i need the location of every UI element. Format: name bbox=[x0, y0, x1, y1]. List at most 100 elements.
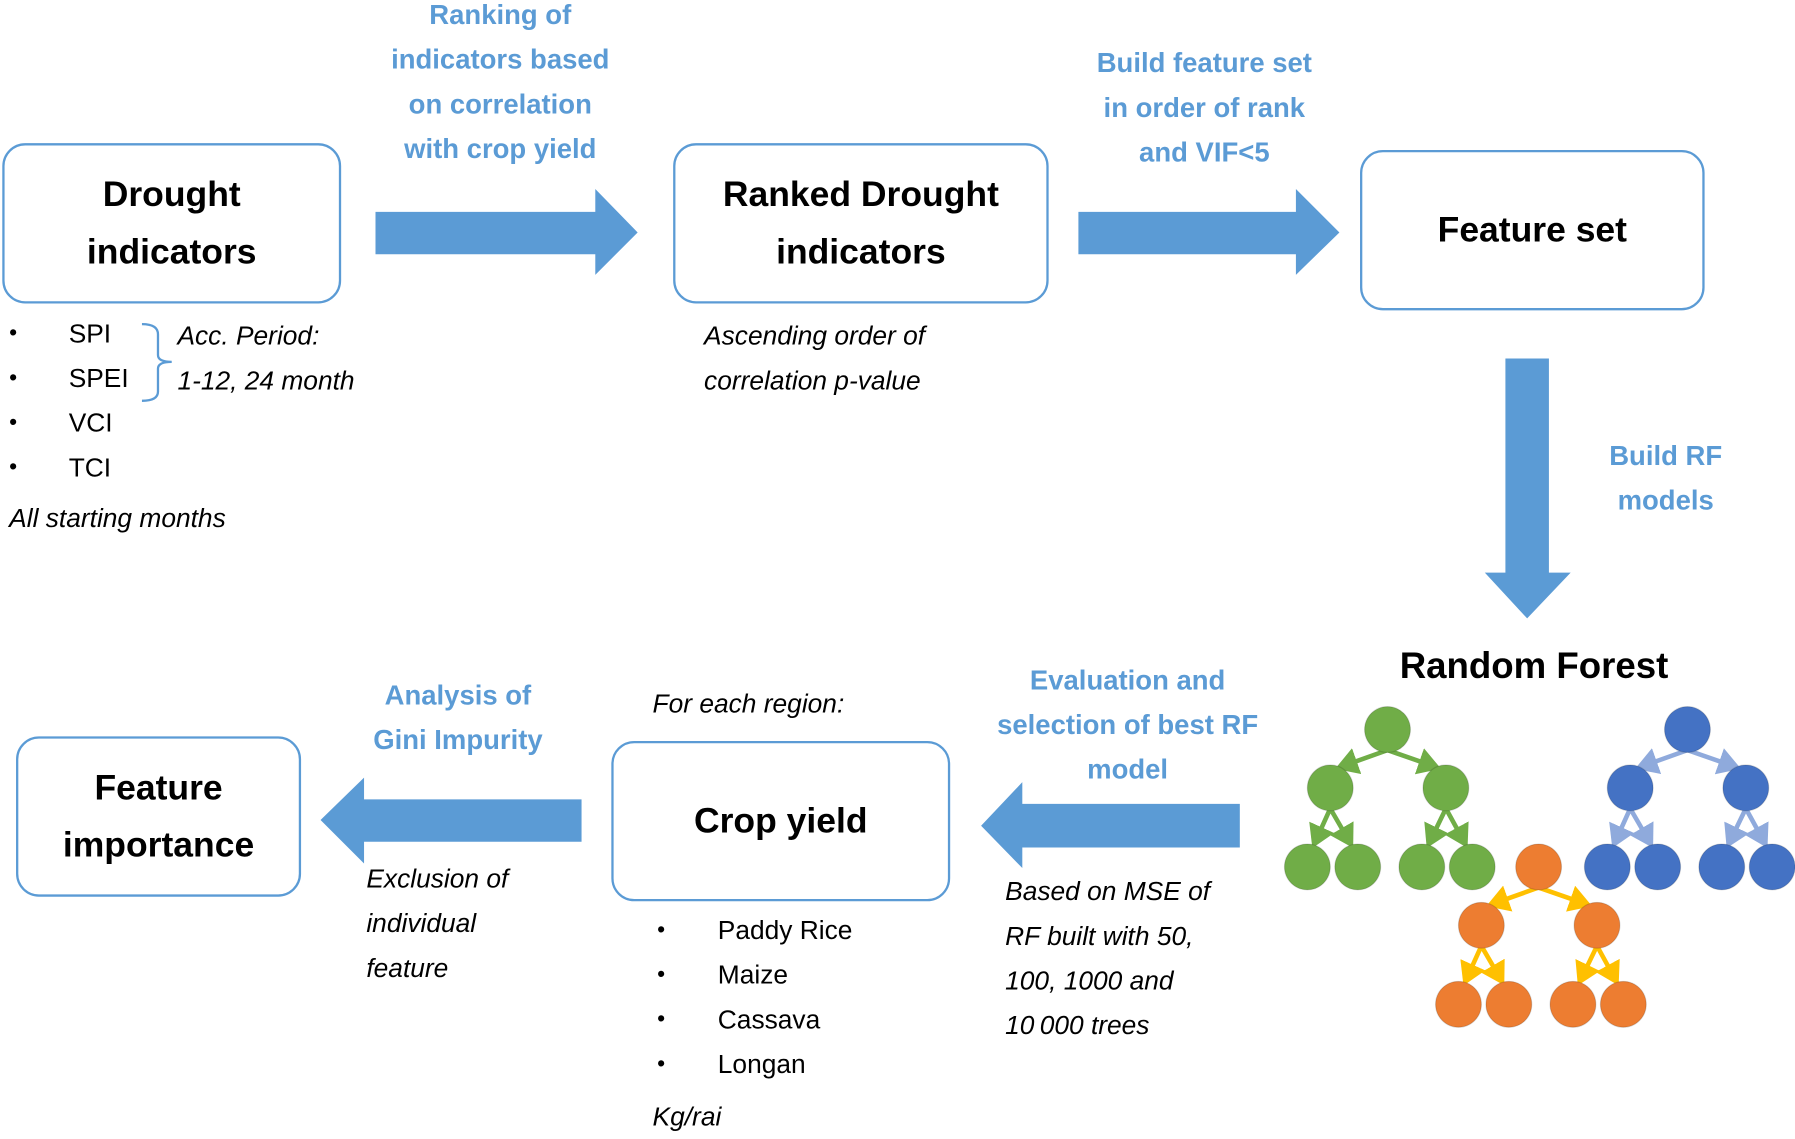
blue-tree-edge-arrow bbox=[1724, 807, 1749, 849]
orange-tree-root-node bbox=[1515, 843, 1563, 891]
exclusion-note: Exclusion of individual feature bbox=[366, 857, 508, 991]
note-line: 100, 1000 and bbox=[1005, 965, 1174, 996]
label-line: in order of rank bbox=[1103, 92, 1306, 124]
label-line: on correlation bbox=[408, 89, 592, 121]
blue-tree-leaf-node bbox=[1748, 843, 1795, 891]
note-line: Based on MSE of bbox=[1005, 876, 1211, 906]
green-tree-edge-arrow bbox=[1335, 747, 1389, 775]
orange-tree-edge-arrow bbox=[1575, 944, 1601, 986]
note-line: Acc. Period: bbox=[177, 320, 320, 351]
label-line: with crop yield bbox=[404, 133, 597, 165]
arrow-left-evaluation bbox=[981, 782, 1240, 869]
box-text: Feature set bbox=[1437, 209, 1627, 250]
green-tree-leaf-node bbox=[1334, 843, 1382, 891]
blue-tree-edge-arrow bbox=[1743, 807, 1769, 849]
label-line: indicators based bbox=[391, 44, 610, 76]
bullet: • bbox=[9, 454, 18, 480]
box-text: indicators bbox=[776, 231, 946, 272]
label-line: Ranking of bbox=[429, 0, 572, 31]
build-rf-label: Build RF models bbox=[1609, 434, 1722, 523]
green-tree-child-node bbox=[1422, 764, 1470, 812]
green-tree-leaf-node bbox=[1448, 843, 1496, 891]
feature-importance-box: Feature importance bbox=[16, 736, 302, 897]
orange-tree-edge-arrow bbox=[1537, 885, 1593, 912]
box-text: importance bbox=[62, 824, 255, 865]
crop-item: Cassava bbox=[717, 1004, 821, 1035]
label-line: Analysis of bbox=[384, 680, 532, 712]
label-line: model bbox=[1087, 754, 1169, 786]
green-tree-edge-arrow bbox=[1386, 747, 1442, 775]
blue-tree-child-node bbox=[1722, 764, 1770, 812]
green-tree-edge-arrow bbox=[1424, 807, 1450, 849]
indicator-item: TCI bbox=[68, 452, 112, 483]
arrow-left-gini bbox=[320, 777, 582, 864]
box-text: Crop yield bbox=[693, 800, 868, 841]
orange-tree-leaf-node bbox=[1599, 980, 1647, 1028]
bullet: • bbox=[9, 409, 18, 436]
feature-set-box: Feature set bbox=[1360, 150, 1705, 311]
label-line: Gini Impurity bbox=[373, 724, 543, 756]
ranked-drought-indicators-box: Ranked Drought indicators bbox=[673, 143, 1049, 304]
orange-tree-edge-arrow bbox=[1594, 944, 1620, 986]
label-line: and VIF<5 bbox=[1139, 137, 1270, 169]
evaluation-label: Evaluation and selection of best RF mode… bbox=[997, 658, 1258, 792]
drought-indicators-box: Drought indicators bbox=[2, 143, 342, 304]
build-feature-label: Build feature set in order of rank and V… bbox=[1097, 41, 1312, 175]
bullet: • bbox=[657, 1051, 666, 1077]
starting-months-note: All starting months bbox=[9, 502, 226, 533]
box-text: Drought bbox=[102, 174, 241, 215]
acc-period-note: Acc. Period: 1-12, 24 month bbox=[177, 314, 354, 403]
green-tree-edge-arrow bbox=[1309, 807, 1335, 849]
bullet: • bbox=[657, 917, 666, 943]
mse-note: Based on MSE of RF built with 50, 100, 1… bbox=[1005, 869, 1210, 1048]
blue-tree-edge-arrow bbox=[1628, 807, 1654, 848]
arrow-right-feature bbox=[1078, 188, 1340, 275]
box-text: indicators bbox=[86, 231, 257, 272]
crop-item: Longan bbox=[717, 1049, 806, 1079]
bullet: • bbox=[9, 320, 18, 346]
blue-tree-leaf-node bbox=[1698, 843, 1746, 891]
orange-tree-edge-arrow bbox=[1486, 885, 1540, 912]
green-tree-leaf-node bbox=[1283, 843, 1331, 891]
orange-tree-leaf-node bbox=[1549, 980, 1597, 1028]
blue-tree-edge-arrow bbox=[1635, 747, 1689, 775]
crop-item: Maize bbox=[717, 959, 789, 990]
note-line: 1-12, 24 month bbox=[177, 365, 355, 396]
green-tree-edge-arrow bbox=[1443, 807, 1469, 849]
bullet: • bbox=[657, 961, 666, 988]
orange-tree-child-node bbox=[1573, 901, 1621, 949]
arrow-right-ranking bbox=[375, 188, 638, 275]
note-line: Exclusion of bbox=[366, 863, 509, 894]
green-tree-leaf-node bbox=[1398, 843, 1446, 891]
note-line: 10 000 trees bbox=[1005, 1010, 1150, 1040]
unit-note: Kg/rai bbox=[652, 1101, 722, 1132]
bullet: • bbox=[9, 365, 18, 391]
orange-tree-leaf-node bbox=[1485, 980, 1533, 1028]
note-line: individual bbox=[366, 908, 477, 938]
blue-tree-leaf-node bbox=[1634, 843, 1682, 891]
orange-tree-leaf-node bbox=[1435, 980, 1482, 1028]
ranked-note: Ascending order of correlation p-value bbox=[704, 314, 925, 403]
region-header: For each region: bbox=[652, 688, 845, 719]
label-line: models bbox=[1617, 485, 1714, 517]
bracket-icon bbox=[141, 322, 172, 402]
blue-tree-edge-arrow bbox=[1686, 747, 1741, 775]
orange-tree-edge-arrow bbox=[1460, 944, 1486, 986]
green-tree-child-node bbox=[1306, 764, 1354, 812]
crop-yield-box: Crop yield bbox=[611, 740, 951, 902]
box-text: Feature bbox=[94, 767, 223, 808]
green-tree-root-node bbox=[1364, 706, 1411, 753]
random-forest-title: Random Forest bbox=[1399, 644, 1669, 686]
box-text: Ranked Drought bbox=[722, 174, 999, 215]
label-line: Build feature set bbox=[1096, 48, 1312, 80]
indicator-item: VCI bbox=[68, 407, 113, 438]
gini-label: Analysis of Gini Impurity bbox=[373, 673, 542, 762]
label-line: Build RF bbox=[1609, 440, 1723, 472]
note-line: correlation p-value bbox=[704, 365, 921, 396]
green-tree-edge-arrow bbox=[1328, 807, 1354, 848]
blue-tree-leaf-node bbox=[1583, 843, 1631, 891]
note-line: RF built with 50, bbox=[1005, 920, 1194, 951]
orange-tree-child-node bbox=[1457, 901, 1505, 949]
